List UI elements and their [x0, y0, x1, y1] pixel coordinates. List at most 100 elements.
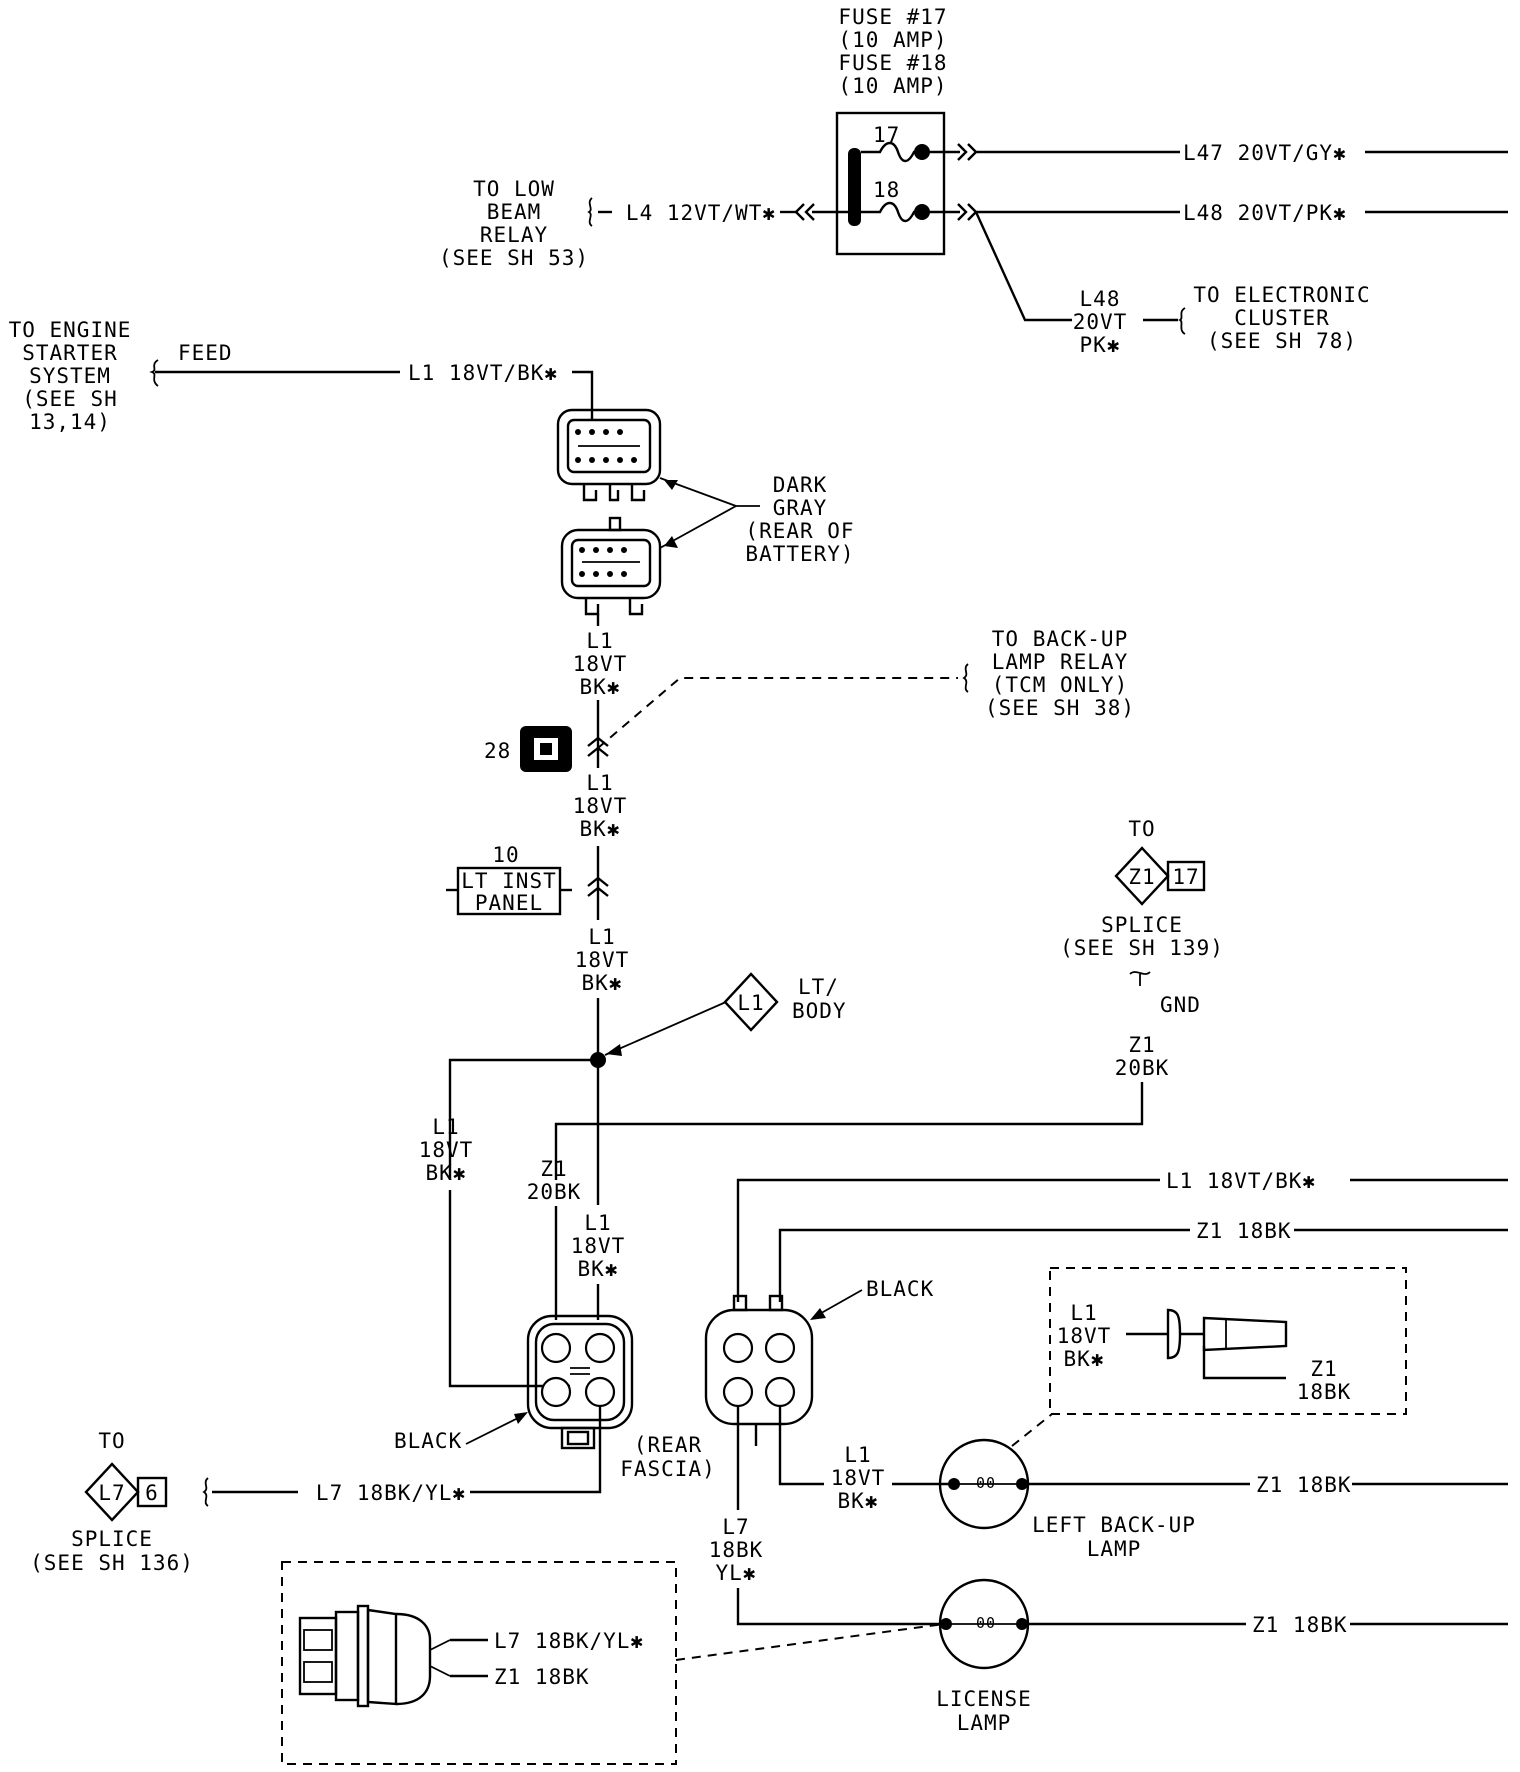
dark-gray-connector-lower [560, 516, 662, 616]
starter-label-2: STARTER [22, 341, 118, 365]
wire-l1-right-run [736, 1178, 1160, 1302]
splice-z1-label-2: (SEE SH 139) [1060, 936, 1224, 960]
splice-z1-pin-box [1166, 860, 1206, 892]
wire-l1-branch-left [448, 1058, 598, 1180]
fuse-busbar [848, 148, 861, 226]
backup-relay-label-4: (SEE SH 38) [985, 696, 1135, 720]
splice-l7-label-2: (SEE SH 136) [30, 1551, 194, 1575]
fuse-18-element [861, 201, 922, 223]
starter-label-1: TO ENGINE [9, 318, 132, 342]
electronic-cluster-label-2: CLUSTER [1234, 306, 1330, 330]
low-beam-relay-label-4: (SEE SH 53) [439, 246, 589, 270]
trunk-l1e-2: 18VT [571, 1234, 626, 1258]
backup-relay-label-1: TO BACK-UP [992, 627, 1128, 651]
backup-bulb-icon [1166, 1308, 1288, 1360]
to-splice-z1: TO [1128, 817, 1155, 841]
branch-l1d-2: 18VT [419, 1138, 474, 1162]
black-label-right: BLACK [866, 1277, 934, 1301]
low-beam-relay-label-2: BEAM [487, 200, 542, 224]
license-lamp-label-2: LAMP [957, 1711, 1012, 1735]
branch-l1d-1: L1 [432, 1115, 459, 1139]
inset-l1-3: BK✱ [1064, 1347, 1105, 1371]
splice-l7-code: L7 [98, 1481, 125, 1505]
wire-l4-label: L4 12VT/WT✱ [626, 201, 776, 225]
to-splice-l7: TO [98, 1429, 125, 1453]
wire-l7-license-3: YL✱ [716, 1561, 757, 1585]
dark-gray-label-3: (REAR OF [745, 519, 854, 543]
splice-l1-diamond [723, 972, 779, 1032]
trunk-l1c-1: L1 [588, 925, 615, 949]
wire-l7-license-2: 18BK [709, 1538, 764, 1562]
lt-body-label-2: BODY [792, 999, 847, 1023]
wire-l47-label: L47 20VT/GY✱ [1183, 141, 1347, 165]
starter-label-3: SYSTEM [29, 364, 111, 388]
license-socket-icon [298, 1604, 451, 1708]
wire-z1-right-label: Z1 18BK [1196, 1219, 1292, 1243]
wire-l1-right-label: L1 18VT/BK✱ [1166, 1169, 1316, 1193]
splice-z1-pin: 17 [1172, 865, 1199, 889]
backup-relay-dashed-wire [597, 677, 958, 749]
trunk-l1b-3: BK✱ [580, 817, 621, 841]
branch-l1d-3: BK✱ [426, 1161, 467, 1185]
wire-l1-backup-1: L1 [844, 1443, 871, 1467]
inset-z1-1: Z1 [1310, 1357, 1337, 1381]
electronic-cluster-label-3: (SEE SH 78) [1207, 329, 1357, 353]
black-label-left: BLACK [394, 1429, 462, 1453]
wire-l48-branch-label-2: 20VT [1073, 310, 1128, 334]
inst-panel-label-2: PANEL [475, 891, 543, 915]
backup-lamp-inset [1049, 1267, 1407, 1415]
fuse-17-rating: (10 AMP) [838, 28, 947, 52]
inset-l1-2: 18VT [1057, 1324, 1112, 1348]
low-beam-relay-label-3: RELAY [480, 223, 548, 247]
starter-wire-break [149, 359, 159, 387]
rear-fascia-label-2: FASCIA) [620, 1457, 716, 1481]
starter-label-5: 13,14) [29, 410, 111, 434]
wire-z1-conn-2: 20BK [527, 1180, 582, 1204]
splice-l1-code: L1 [737, 991, 764, 1015]
splice-z1-diamond [1114, 846, 1170, 906]
fuse-18-rating: (10 AMP) [838, 74, 947, 98]
splice-l7-label-1: SPLICE [71, 1527, 153, 1551]
connector-28-number: 28 [484, 739, 511, 763]
trunk-l1c-2: 18VT [575, 948, 630, 972]
license-lamp: 00 [938, 1578, 1030, 1670]
wire-l7-left-run [470, 1406, 602, 1494]
fuse-block: FUSE #17 (10 AMP) FUSE #18 (10 AMP) 17 1… [835, 5, 947, 256]
splice-l7-diamond [84, 1462, 140, 1522]
license-lamp-label-1: LICENSE [936, 1687, 1032, 1711]
wire-l1-top-drop [572, 370, 594, 420]
gnd-label: GND [1160, 993, 1201, 1017]
inst-panel-number: 10 [492, 843, 519, 867]
dark-gray-label-4: BATTERY) [745, 542, 854, 566]
wire-l48-branch-label-3: PK✱ [1080, 333, 1121, 357]
splice-z1-code: Z1 [1128, 865, 1155, 889]
wire-z1-backup-label: Z1 18BK [1256, 1473, 1352, 1497]
backup-relay-break [962, 663, 969, 693]
black-connector-lamps [704, 1294, 814, 1446]
fuse-17-element [861, 141, 922, 163]
trunk-l1e-3: BK✱ [578, 1257, 619, 1281]
wire-l48: L48 20VT/PK✱ L48 20VT PK✱ [930, 201, 1508, 357]
fuse-17-terminal [914, 144, 930, 160]
wire-l1-backup-3: BK✱ [838, 1489, 879, 1513]
splice-l7-pin-box [136, 1476, 168, 1508]
wire-z1-license-label: Z1 18BK [1252, 1613, 1348, 1637]
wire-l1-branch-left-lower [448, 1190, 570, 1388]
low-beam-relay-label-1: TO LOW [473, 177, 555, 201]
backup-relay-label-3: (TCM ONLY) [992, 673, 1128, 697]
wire-l47: L47 20VT/GY✱ [930, 141, 1508, 165]
dark-gray-label-2: GRAY [773, 496, 828, 520]
wire-l7-left-label: L7 18BK/YL✱ [316, 1481, 466, 1505]
fuse-box-outline [835, 111, 946, 256]
starter-label-4: (SEE SH [22, 387, 118, 411]
splice-z1-break [1129, 971, 1151, 986]
license-lamp-filament: 00 [976, 1614, 996, 1632]
lt-body-label-1: LT/ [798, 975, 839, 999]
backup-inset-leader [1011, 1413, 1053, 1447]
dark-gray-label-1: DARK [773, 473, 828, 497]
trunk-l1c-3: BK✱ [582, 971, 623, 995]
left-backup-lamp-filament: 00 [976, 1474, 996, 1492]
feed-label: FEED [178, 341, 233, 365]
inset-z1-wire [1202, 1346, 1286, 1380]
inset-z1-2: 18BK [1297, 1380, 1352, 1404]
